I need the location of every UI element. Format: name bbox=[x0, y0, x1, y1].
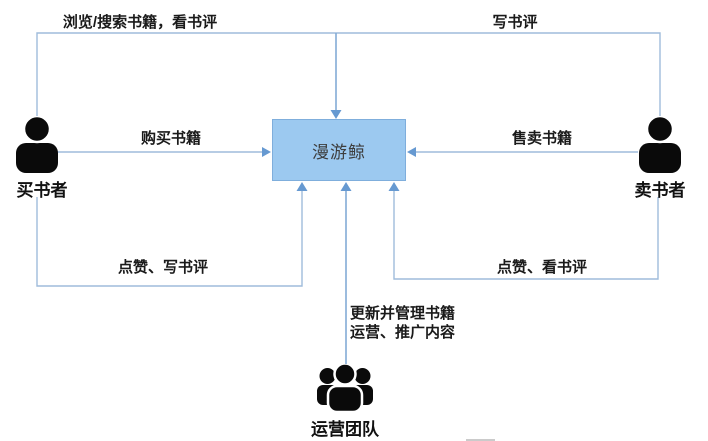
ops-team-icon bbox=[317, 364, 373, 412]
ops-arrowhead-icon bbox=[340, 182, 352, 191]
connector-browse-search bbox=[36, 32, 336, 117]
connector-like-read-review bbox=[393, 190, 659, 280]
system-box: 漫游鲸 bbox=[272, 119, 406, 181]
flow-label-write-review: 写书评 bbox=[492, 14, 538, 31]
top-arrowhead-icon bbox=[330, 110, 342, 119]
flow-label-update-manage: 更新并管理书籍 运营、推广内容 bbox=[350, 304, 455, 342]
buyer-person-icon bbox=[14, 116, 60, 173]
actor-label-buyer: 买书者 bbox=[16, 181, 68, 200]
connector-write-review bbox=[336, 32, 661, 117]
flow-label-browse-search: 浏览/搜索书籍，看书评 bbox=[62, 14, 218, 31]
buy-arrowhead-icon bbox=[262, 147, 271, 157]
flow-label-like-write-review: 点赞、写书评 bbox=[117, 259, 209, 276]
bottom-partial-shape bbox=[466, 439, 495, 441]
sell-arrowhead-icon bbox=[407, 147, 416, 157]
like-read-arrowhead-icon bbox=[388, 182, 400, 191]
flow-label-update-line1: 更新并管理书籍 bbox=[350, 305, 456, 322]
flow-label-like-read-review: 点赞、看书评 bbox=[496, 259, 588, 276]
flow-label-buy-books: 购买书籍 bbox=[140, 130, 202, 147]
system-name: 漫游鲸 bbox=[312, 142, 366, 162]
flow-label-update-line2: 运营、推广内容 bbox=[350, 324, 456, 341]
seller-person-icon bbox=[637, 116, 683, 173]
actor-label-ops-team: 运营团队 bbox=[311, 420, 379, 439]
flow-label-sell-books: 售卖书籍 bbox=[511, 130, 573, 147]
connector-like-write-review bbox=[36, 190, 303, 287]
like-write-arrowhead-icon bbox=[296, 182, 308, 191]
actor-label-seller: 卖书者 bbox=[634, 181, 686, 200]
